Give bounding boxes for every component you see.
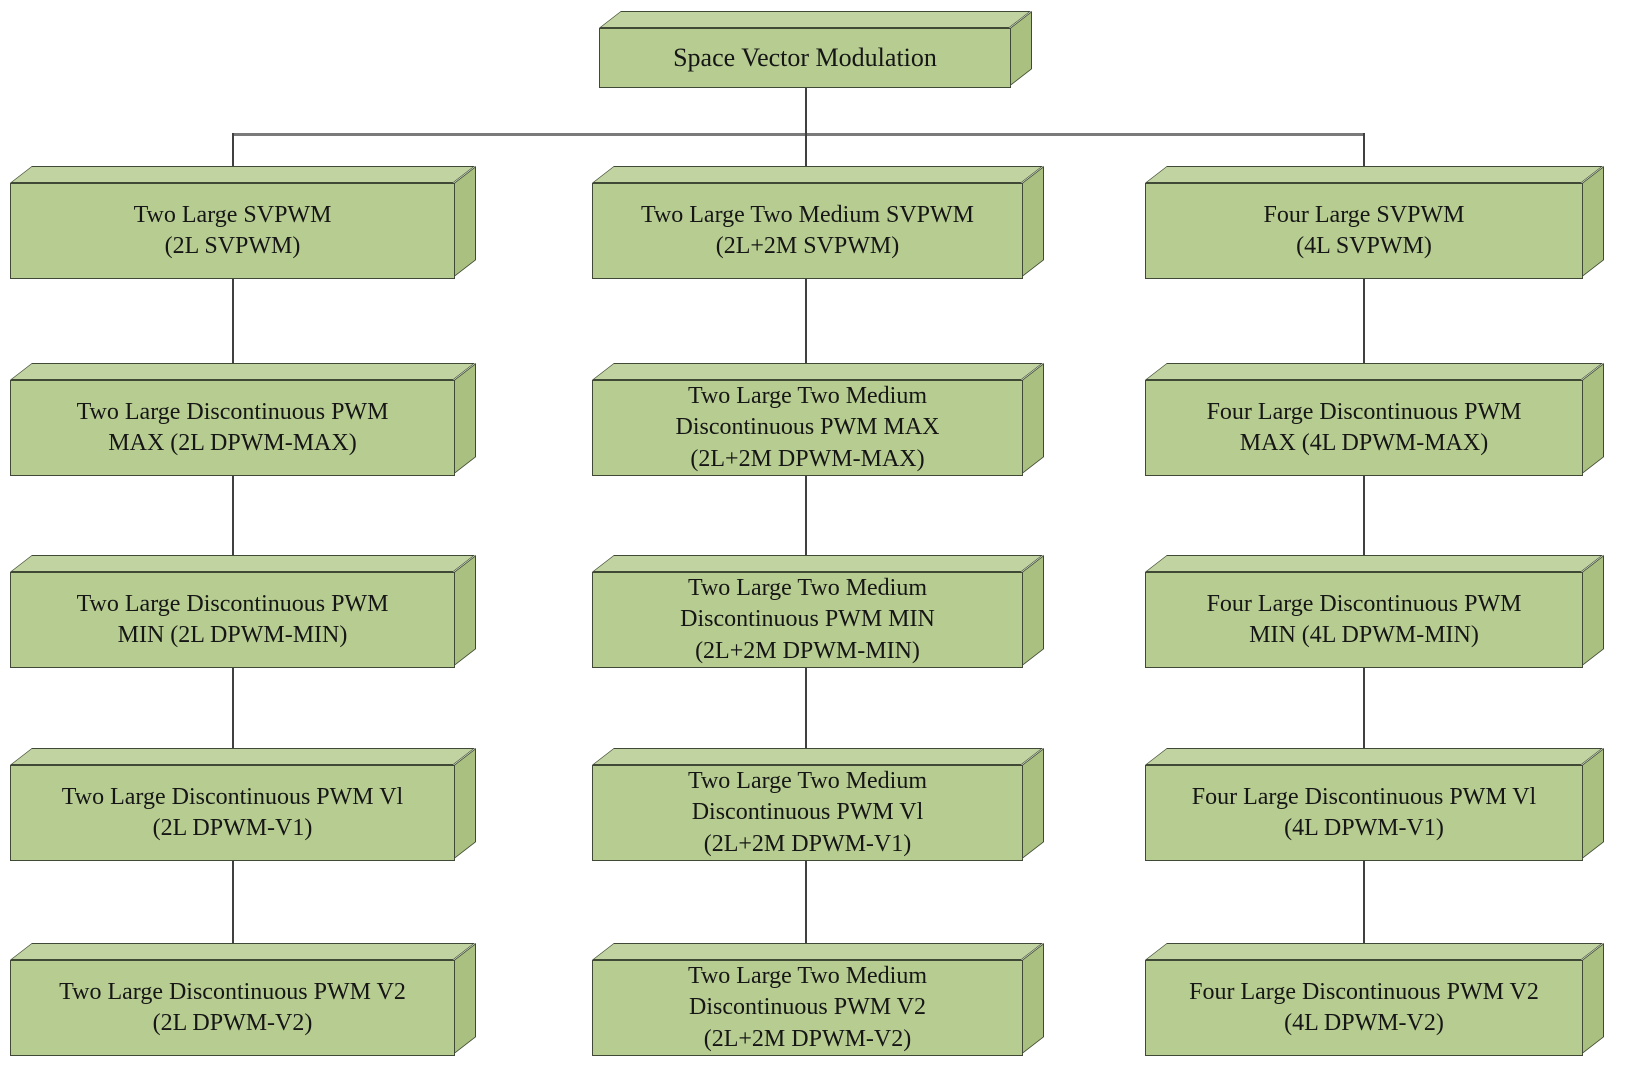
node-label-line: (4L DPWM-V2) <box>1284 1010 1444 1036</box>
node-2l-dpwm-max: Two Large Discontinuous PWM MAX (2L DPWM… <box>10 380 455 476</box>
node-label-line: Two Large Two Medium SVPWM <box>640 201 975 228</box>
node-2l2m-dpwm-min: Two Large Two Medium Discontinuous PWM M… <box>592 572 1023 668</box>
node-label-line: Four Large Discontinuous PWM V2 <box>1189 978 1539 1005</box>
node-label-line: (4L DPWM-V1) <box>1284 815 1444 841</box>
node-4l-dpwm-v2: Four Large Discontinuous PWM V2 (4L DPWM… <box>1145 960 1583 1056</box>
node-2l2m-svpwm: Two Large Two Medium SVPWM (2L+2M SVPWM) <box>592 183 1023 279</box>
node-label-line: Two Large Discontinuous PWM V2 <box>59 978 406 1005</box>
node-4l-svpwm: Four Large SVPWM (4L SVPWM) <box>1145 183 1583 279</box>
node-label-line: Discontinuous PWM MAX <box>675 414 940 441</box>
node-label-line: (2L DPWM-V2) <box>152 1010 313 1036</box>
node-2l-svpwm: Two Large SVPWM (2L SVPWM) <box>10 183 455 279</box>
node-label-line: Four Large SVPWM <box>1263 201 1465 228</box>
node-label-line: Two Large Two Medium <box>687 768 928 795</box>
node-2l2m-dpwm-v2: Two Large Two Medium Discontinuous PWM V… <box>592 960 1023 1056</box>
node-label-line: Discontinuous PWM MIN <box>680 606 935 633</box>
node-label-line: Two Large Two Medium <box>687 963 928 990</box>
node-2l2m-dpwm-max: Two Large Two Medium Discontinuous PWM M… <box>592 380 1023 476</box>
node-space-vector-modulation: Space Vector Modulation <box>599 28 1011 88</box>
node-label-line: Four Large Discontinuous PWM <box>1206 398 1522 425</box>
node-label-line: Two Large Discontinuous PWM Vl <box>61 783 404 810</box>
node-4l-dpwm-max: Four Large Discontinuous PWM MAX (4L DPW… <box>1145 380 1583 476</box>
node-2l2m-dpwm-v1: Two Large Two Medium Discontinuous PWM V… <box>592 765 1023 861</box>
connector-col3-link-1 <box>1363 279 1365 380</box>
node-label: Space Vector Modulation <box>673 43 937 73</box>
node-label-line: (2L DPWM-V1) <box>152 815 313 841</box>
connector-col3-drop <box>1363 133 1365 183</box>
node-4l-dpwm-min: Four Large Discontinuous PWM MIN (4L DPW… <box>1145 572 1583 668</box>
connector-col2-link-3 <box>805 668 807 765</box>
node-label-line: Two Large Discontinuous PWM <box>76 590 389 617</box>
node-label-line: (2L+2M DPWM-MAX) <box>690 445 925 472</box>
node-label-line: MIN (4L DPWM-MIN) <box>1249 622 1479 648</box>
connector-bus <box>232 133 1365 136</box>
node-label-line: MIN (2L DPWM-MIN) <box>117 622 348 648</box>
node-label-line: MAX (2L DPWM-MAX) <box>108 430 357 456</box>
connector-col1-link-2 <box>232 476 234 572</box>
node-label-line: MAX (4L DPWM-MAX) <box>1239 430 1489 456</box>
connector-col1-drop <box>232 133 234 183</box>
node-label-line: (2L+2M DPWM-V1) <box>703 830 912 857</box>
node-label-line: Two Large Discontinuous PWM <box>76 398 389 425</box>
node-label-line: (2L SVPWM) <box>164 233 301 259</box>
node-label-line: Four Large Discontinuous PWM <box>1206 590 1522 617</box>
connector-col1-link-3 <box>232 668 234 765</box>
connector-col1-link-4 <box>232 861 234 960</box>
connector-col1-link-1 <box>232 279 234 380</box>
connector-col2-link-4 <box>805 861 807 960</box>
connector-col3-link-2 <box>1363 476 1365 572</box>
node-2l-dpwm-v1: Two Large Discontinuous PWM Vl (2L DPWM-… <box>10 765 455 861</box>
node-label-line: (2L+2M DPWM-V2) <box>703 1025 912 1052</box>
node-4l-dpwm-v1: Four Large Discontinuous PWM Vl (4L DPWM… <box>1145 765 1583 861</box>
node-label-line: (4L SVPWM) <box>1296 233 1432 259</box>
connector-col2-drop <box>805 133 807 183</box>
connector-col3-link-3 <box>1363 668 1365 765</box>
connector-col3-link-4 <box>1363 861 1365 960</box>
node-label-line: Two Large Two Medium <box>687 383 928 410</box>
connector-col2-link-1 <box>805 279 807 380</box>
node-label-line: Discontinuous PWM Vl <box>691 799 924 826</box>
connector-root-stem <box>805 88 807 135</box>
node-label-line: Two Large SVPWM <box>133 201 332 228</box>
node-2l-dpwm-v2: Two Large Discontinuous PWM V2 (2L DPWM-… <box>10 960 455 1056</box>
node-label-line: Discontinuous PWM V2 <box>689 994 926 1021</box>
connector-col2-link-2 <box>805 476 807 572</box>
node-label-line: Four Large Discontinuous PWM Vl <box>1191 783 1537 810</box>
node-label-line: Two Large Two Medium <box>687 575 928 602</box>
node-2l-dpwm-min: Two Large Discontinuous PWM MIN (2L DPWM… <box>10 572 455 668</box>
node-label-line: (2L+2M DPWM-MIN) <box>695 637 920 664</box>
node-label-line: (2L+2M SVPWM) <box>715 233 900 259</box>
